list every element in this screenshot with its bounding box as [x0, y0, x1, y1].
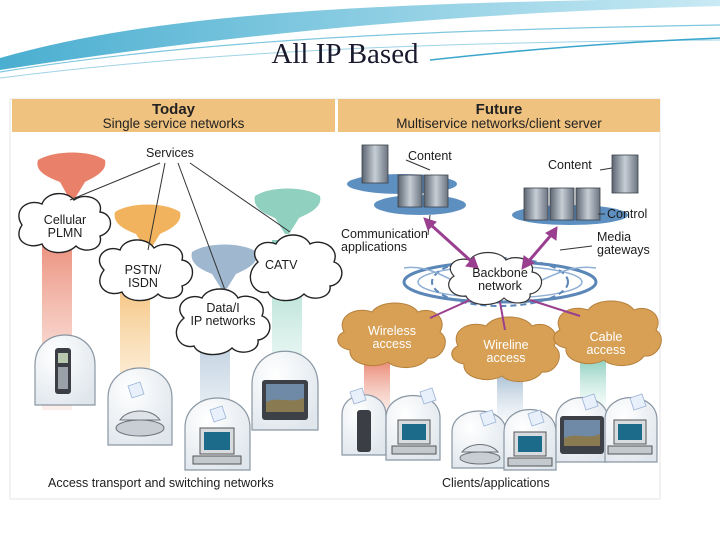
client-devices: [357, 410, 653, 467]
server-icons: [361, 144, 639, 221]
label-gateways: gateways: [597, 243, 650, 257]
label-cable-access-word: access: [586, 343, 626, 357]
label-catv: CATV: [265, 258, 298, 272]
network-clouds: [18, 193, 343, 356]
future-subheading: Multiservice networks/client server: [396, 116, 602, 131]
service-funnels: [37, 152, 321, 290]
label-content-2: Content: [548, 158, 592, 172]
services-connector-lines: [69, 162, 291, 291]
label-wireless-access-word: access: [372, 337, 412, 351]
label-access-transport: Access transport and switching networks: [48, 476, 274, 490]
label-wireline-access: Wireline access: [470, 339, 542, 365]
computer-icon: [192, 427, 242, 465]
label-cable-access: Cable access: [570, 331, 642, 357]
label-network: network: [478, 279, 522, 293]
today-heading: Today: [151, 101, 196, 118]
future-header: Future Multiservice networks/client serv…: [338, 99, 660, 132]
label-services: Services: [146, 146, 194, 160]
label-wireline: Wireline: [483, 338, 529, 352]
access-clouds: [337, 300, 662, 382]
label-data-ip-networks: Data/I IP networks: [180, 302, 266, 328]
diagram-frame: [9, 98, 661, 500]
label-plmn: PLMN: [47, 226, 83, 240]
content-access-arrows: [423, 217, 581, 331]
label-wireless: Wireless: [368, 324, 416, 338]
label-communication-applications: Communication applications: [341, 228, 428, 254]
mobile-phone-icon: [55, 348, 71, 394]
future-heading: Future: [475, 101, 523, 118]
label-cellular-plmn: Cellular PLMN: [30, 214, 100, 240]
label-applications: applications: [341, 240, 408, 254]
label-backbone: Backbone: [472, 266, 528, 280]
label-backbone-network: Backbone network: [462, 267, 538, 293]
label-data-ip-2: IP networks: [190, 314, 256, 328]
today-header: Today Single service networks: [12, 99, 335, 132]
television-icon: [262, 380, 308, 420]
label-wireless-access: Wireless access: [356, 325, 428, 351]
label-cable: Cable: [589, 330, 623, 344]
today-subheading: Single service networks: [102, 116, 245, 131]
label-media-gateways: Media gateways: [597, 231, 650, 257]
document-sheet-icons: [127, 381, 647, 427]
label-cellular: Cellular: [43, 213, 87, 227]
label-pstn: PSTN/: [124, 263, 162, 277]
label-content-1: Content: [408, 149, 452, 163]
label-data-ip-1: Data/I: [206, 301, 240, 315]
label-wireline-access-word: access: [486, 351, 526, 365]
slide-title: All IP Based: [271, 38, 419, 70]
label-communication: Communication: [341, 227, 428, 241]
label-media: Media: [597, 230, 632, 244]
label-isdn: ISDN: [128, 276, 158, 290]
label-control: Control: [607, 207, 648, 221]
telephone-icon: [115, 410, 165, 437]
label-pstn-isdn: PSTN/ ISDN: [108, 264, 178, 290]
label-clients-applications: Clients/applications: [442, 476, 550, 490]
client-mobile-phone-icon: [357, 410, 371, 452]
title-swoosh-decoration: [0, 0, 720, 79]
